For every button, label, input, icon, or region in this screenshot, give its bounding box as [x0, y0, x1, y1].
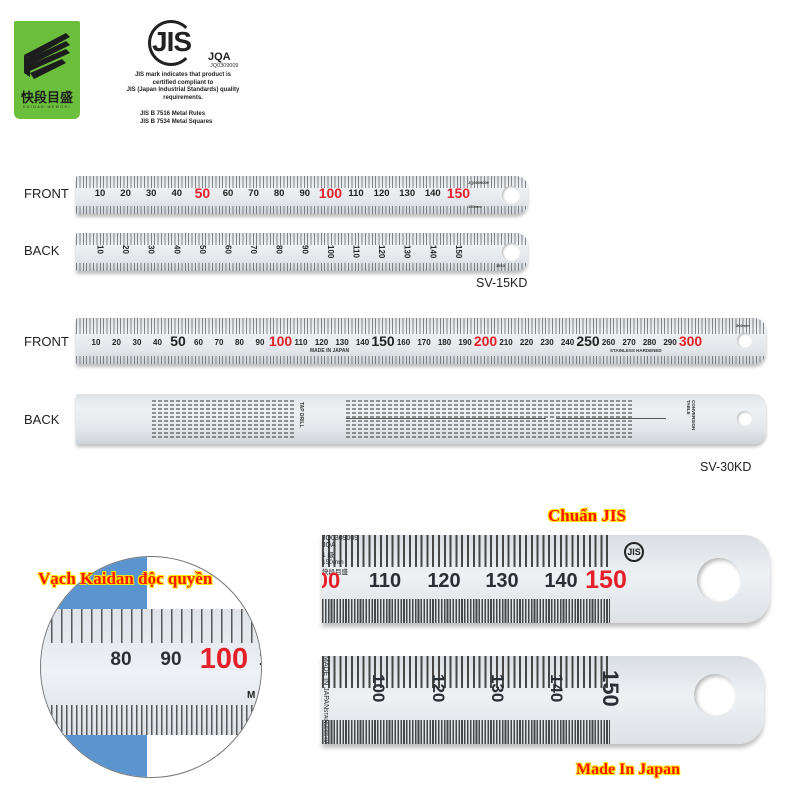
- hang-hole: [737, 411, 752, 426]
- jis-mark-icon: JIS: [148, 20, 204, 66]
- hang-hole: [737, 333, 752, 348]
- sv15-model-label: SV-15KD: [476, 276, 528, 290]
- jis-note: JIS mark indicates that product is certi…: [126, 72, 240, 101]
- scale-number: 90: [300, 245, 310, 254]
- scale-number: 70: [248, 188, 259, 199]
- brand-en-text: KAIDAN MEMORI: [23, 105, 71, 109]
- scale-number: 120: [314, 338, 329, 347]
- kaidan-caption: Vạch Kaidan độc quyền: [38, 569, 213, 588]
- scale-number: 10: [94, 188, 106, 199]
- scale-number: 90: [299, 188, 311, 199]
- closeup-front-ruler: 00 110 120 130 140 150 JIS JQ0309009 JQA…: [322, 535, 770, 623]
- sv30-back-label: BACK: [24, 412, 60, 427]
- scale-number: 30: [146, 245, 156, 254]
- scale-number: 270: [622, 338, 636, 347]
- scale-number: 140: [355, 338, 370, 347]
- scale-number: 110: [348, 188, 364, 199]
- jqa-label: JQA: [208, 51, 231, 63]
- scale-number: 60: [223, 245, 233, 254]
- scale-number: 210: [499, 338, 513, 347]
- scale-number: 300: [678, 333, 703, 349]
- scale-number: 120: [373, 188, 390, 199]
- scale-number: 170: [417, 338, 431, 347]
- brand-cn-text: 快段目盛: [20, 91, 73, 106]
- scale-number: 50: [170, 333, 186, 349]
- jqa-code: JQ0309009: [210, 63, 239, 69]
- hang-hole: [502, 186, 520, 204]
- scale-number: 290: [663, 338, 677, 347]
- sv30-front-label: FRONT: [24, 334, 69, 349]
- scale-number: 30: [132, 338, 142, 347]
- scale-number: 260: [601, 338, 616, 347]
- scale-number: 30: [145, 188, 157, 199]
- scale-number: 40: [172, 245, 182, 254]
- scale-number: 40: [171, 188, 183, 199]
- scale-number: 110: [294, 338, 308, 347]
- scale-number: 70: [214, 338, 224, 347]
- scale-number: 130: [335, 338, 349, 347]
- sv15-back-label: BACK: [24, 243, 60, 258]
- scale-number: 20: [112, 338, 121, 347]
- scale-number: 50: [197, 245, 207, 254]
- scale-number: 130: [402, 245, 412, 259]
- scale-number: 90: [255, 338, 265, 347]
- scale-number: 40: [153, 338, 162, 347]
- scale-number: 60: [222, 188, 234, 199]
- scale-number: 110: [351, 245, 361, 258]
- scale-number: 140: [424, 188, 441, 199]
- scale-number: 230: [540, 338, 554, 347]
- scale-number: 100: [268, 333, 293, 349]
- sv30-front-ruler: MADE IN JAPAN STAINLESS HARDENED 300mm 1…: [76, 318, 766, 364]
- scale-number: 220: [519, 338, 534, 347]
- jis-standards: JIS B 7516 Metal Rules JIS B 7534 Metal …: [140, 111, 213, 125]
- scale-number: 150: [446, 185, 471, 201]
- scale-number: 100: [318, 185, 343, 201]
- scale-number: 190: [458, 338, 472, 347]
- sv30-model-label: SV-30KD: [700, 460, 752, 474]
- scale-number: 60: [194, 338, 203, 347]
- jis-caption: Chuẩn JIS: [548, 506, 626, 525]
- scale-number: 180: [437, 338, 452, 347]
- scale-number: 150: [371, 333, 395, 349]
- jis-mark-icon: JIS: [624, 542, 644, 562]
- scale-number: 20: [120, 188, 131, 199]
- closeup-back-ruler: 100 120 130 140 150 MADE IN JAPAN STAINL…: [322, 656, 764, 744]
- scale-number: 70: [249, 245, 259, 254]
- made-in-japan-caption: Made In Japan: [576, 761, 681, 778]
- sv15-front-label: FRONT: [24, 186, 69, 201]
- sv30-back-ruler: TAP DRILL CONVERSION TABLE: [76, 394, 766, 444]
- scale-number: 140: [428, 245, 438, 259]
- scale-number: 80: [235, 338, 244, 347]
- kaidan-memori-logo: 快段目盛 KAIDAN MEMORI: [14, 21, 80, 119]
- magnified-scale-detail: 80 90 100 110 M: [40, 556, 262, 778]
- scale-number: 10: [95, 245, 105, 254]
- kaidan-stairs-icon: [24, 33, 70, 79]
- scale-number: 100: [325, 245, 335, 259]
- scale-number: 250: [576, 333, 600, 349]
- scale-number: 280: [642, 338, 657, 347]
- scale-number: 120: [377, 245, 387, 259]
- scale-number: 130: [399, 188, 416, 199]
- scale-number: 200: [473, 333, 498, 349]
- scale-number: 150: [453, 245, 463, 259]
- scale-number: 80: [273, 188, 285, 199]
- scale-number: 10: [91, 338, 101, 347]
- jis-certification: JIS JQA JQ0309009 JIS mark indicates tha…: [118, 20, 248, 132]
- scale-number: 240: [560, 338, 575, 347]
- scale-number: 160: [396, 338, 411, 347]
- scale-number: 80: [274, 245, 284, 254]
- hang-hole: [502, 243, 520, 261]
- hang-hole: [694, 674, 736, 716]
- scale-number: 50: [194, 185, 211, 201]
- scale-number: 20: [121, 245, 131, 254]
- hang-hole: [697, 558, 741, 602]
